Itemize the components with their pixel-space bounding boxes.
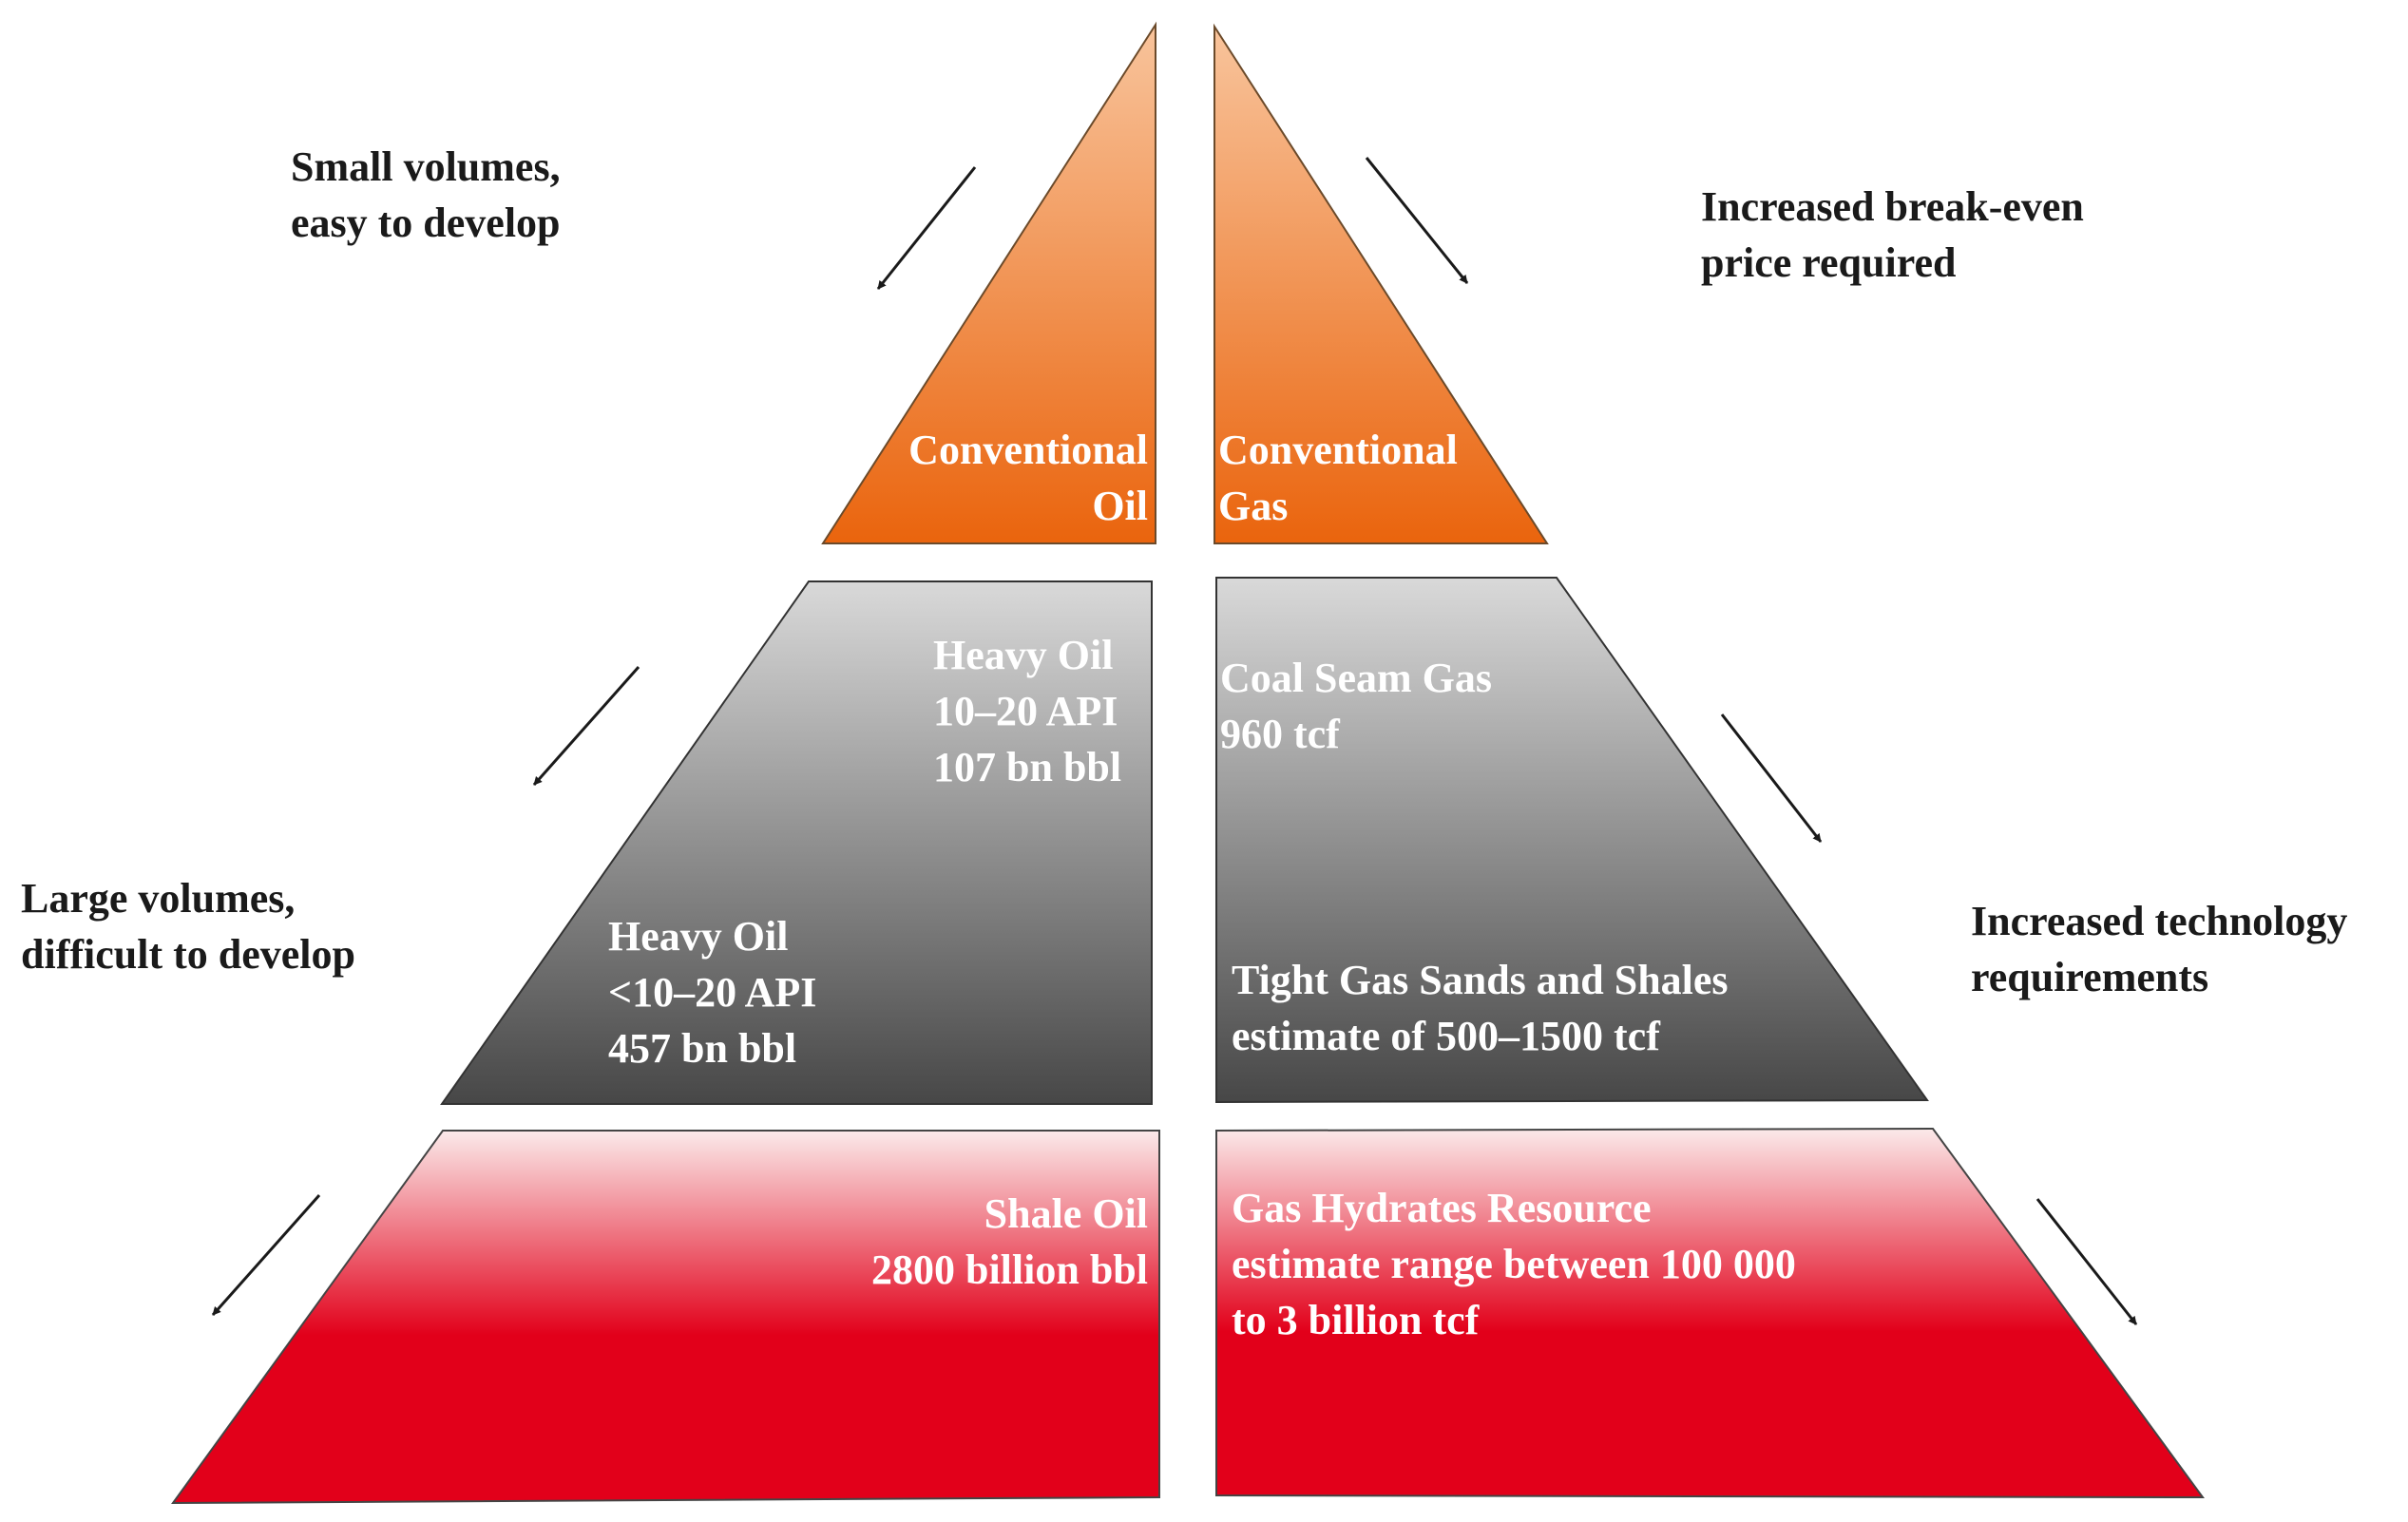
shale-oil-tier <box>171 1130 1160 1505</box>
gas-hydrates-tier <box>1215 1127 2205 1499</box>
breakeven-price-label: Increased break-even price required <box>1701 183 2084 286</box>
arrow-technology-upper-icon <box>1720 713 1823 843</box>
conventional-gas-label: Conventional Gas <box>1218 427 1458 529</box>
coal-seam-gas-label: Coal Seam Gas 960 tcf <box>1220 655 1492 757</box>
heavy-oil-tier <box>440 580 1153 1105</box>
small-volumes-label: Small volumes, easy to develop <box>291 143 561 246</box>
conventional-oil-tier <box>821 21 1156 544</box>
tight-gas-label: Tight Gas Sands and Shales estimate of 5… <box>1232 957 1729 1059</box>
heavy-oil-lower-label: Heavy Oil <10–20 API 457 bn bbl <box>608 913 817 1072</box>
shale-oil-label: Shale Oil 2800 billion bbl <box>870 1190 1148 1293</box>
arrow-technology-lower-icon <box>2035 1198 2138 1325</box>
arrow-large-volumes-upper-icon <box>532 666 640 786</box>
arrow-large-volumes-lower-icon <box>211 1194 321 1316</box>
technology-requirements-label: Increased technology requirements <box>1971 898 2348 1000</box>
arrow-small-volumes-icon <box>876 166 977 290</box>
conventional-gas-tier <box>1214 23 1549 544</box>
heavy-oil-upper-label: Heavy Oil 10–20 API 107 bn bbl <box>933 632 1122 790</box>
gas-hydrates-label: Gas Hydrates Resource estimate range bet… <box>1232 1185 1796 1343</box>
unconventional-gas-tier <box>1215 577 1929 1104</box>
arrow-breakeven-icon <box>1365 157 1469 284</box>
conventional-oil-label: Conventional Oil <box>908 427 1148 529</box>
large-volumes-label: Large volumes, difficult to develop <box>21 875 355 978</box>
